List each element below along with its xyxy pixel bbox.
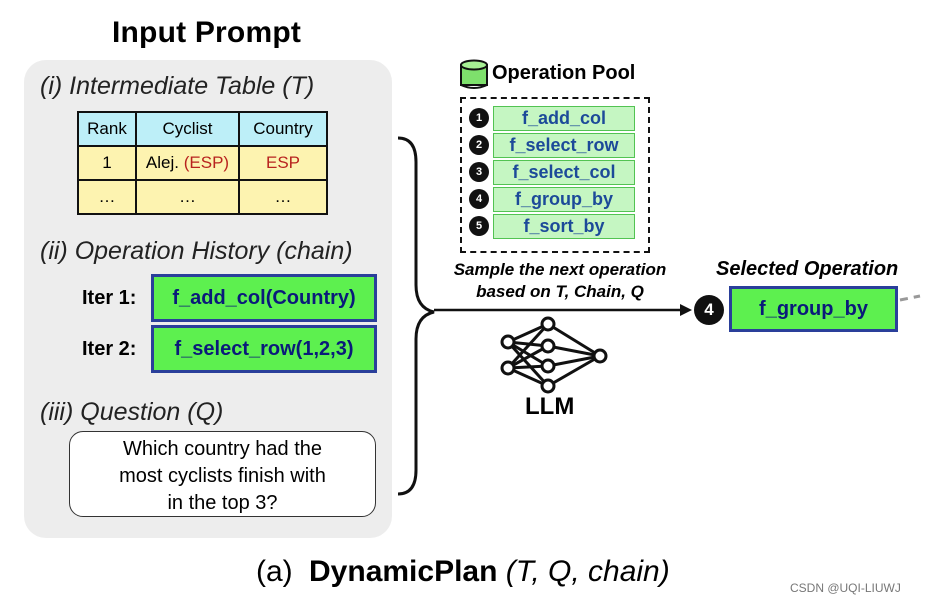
curly-brace xyxy=(397,136,435,496)
header-cyclist: Cyclist xyxy=(135,111,240,147)
intermediate-table: Rank Cyclist Country 1 Alej. (ESP) ESP …… xyxy=(77,111,328,215)
cell-ellipsis: … xyxy=(238,179,328,215)
selected-operation-title: Selected Operation xyxy=(716,258,899,280)
header-rank: Rank xyxy=(77,111,137,147)
pool-number-badge: 1 xyxy=(469,108,489,128)
question-line: most cyclists finish with xyxy=(119,465,326,487)
sample-instruction: Sample the next operation based on T, Ch… xyxy=(433,259,687,303)
question-line: in the top 3? xyxy=(167,492,278,514)
history-op-2: f_select_row(1,2,3) xyxy=(151,325,377,373)
history-section-label: (ii) Operation History (chain) xyxy=(40,237,353,265)
question-box: Which country had the most cyclists fini… xyxy=(69,431,376,517)
operation-pool-box xyxy=(460,97,650,253)
cell-ellipsis: … xyxy=(135,179,240,215)
sample-line: based on T, Chain, Q xyxy=(476,282,644,301)
input-prompt-title: Input Prompt xyxy=(112,16,302,49)
operation-pool-title: Operation Pool xyxy=(492,62,636,84)
caption-prefix: (a) xyxy=(256,555,293,588)
history-op-1: f_add_col(Country) xyxy=(151,274,377,322)
cell-rank: 1 xyxy=(77,145,137,181)
cell-ellipsis: … xyxy=(77,179,137,215)
watermark: CSDN @UQI-LIUWJ xyxy=(790,581,901,595)
header-country: Country xyxy=(238,111,328,147)
pool-number-badge: 3 xyxy=(469,162,489,182)
question-line: Which country had the xyxy=(123,438,322,460)
cell-cyclist: Alej. (ESP) xyxy=(135,145,240,181)
pool-op-select-row: f_select_row xyxy=(493,133,635,158)
flow-arrow-head xyxy=(680,304,692,316)
pool-op-select-col: f_select_col xyxy=(493,160,635,185)
pool-op-sort-by: f_sort_by xyxy=(493,214,635,239)
pool-op-add-col: f_add_col xyxy=(493,106,635,131)
pool-number-badge: 4 xyxy=(469,189,489,209)
selected-operation-box: f_group_by xyxy=(729,286,898,332)
pool-op-group-by: f_group_by xyxy=(493,187,635,212)
cyclist-name: Alej. xyxy=(145,153,179,172)
database-icon xyxy=(460,59,488,89)
figure-caption: (a) DynamicPlan (T, Q, chain) xyxy=(256,555,670,589)
dashed-connector xyxy=(899,294,921,302)
llm-network-icon xyxy=(500,316,608,394)
pool-number-badge: 5 xyxy=(469,216,489,236)
table-header-row: Rank Cyclist Country xyxy=(77,111,328,147)
selected-number-badge: 4 xyxy=(694,295,724,325)
caption-args: (T, Q, chain) xyxy=(505,555,670,588)
question-section-label: (iii) Question (Q) xyxy=(40,398,224,426)
llm-label: LLM xyxy=(525,393,575,420)
iter-1-label: Iter 1: xyxy=(82,287,137,309)
sample-line: Sample the next operation xyxy=(453,260,667,279)
iter-2-label: Iter 2: xyxy=(82,338,137,360)
pool-number-badge: 2 xyxy=(469,135,489,155)
caption-name: DynamicPlan xyxy=(309,555,498,588)
table-row: 1 Alej. (ESP) ESP xyxy=(77,145,328,181)
table-row: … … … xyxy=(77,179,328,215)
cell-country: ESP xyxy=(238,145,328,181)
cyclist-country-tag: (ESP) xyxy=(183,153,230,172)
table-section-label: (i) Intermediate Table (T) xyxy=(40,72,315,100)
